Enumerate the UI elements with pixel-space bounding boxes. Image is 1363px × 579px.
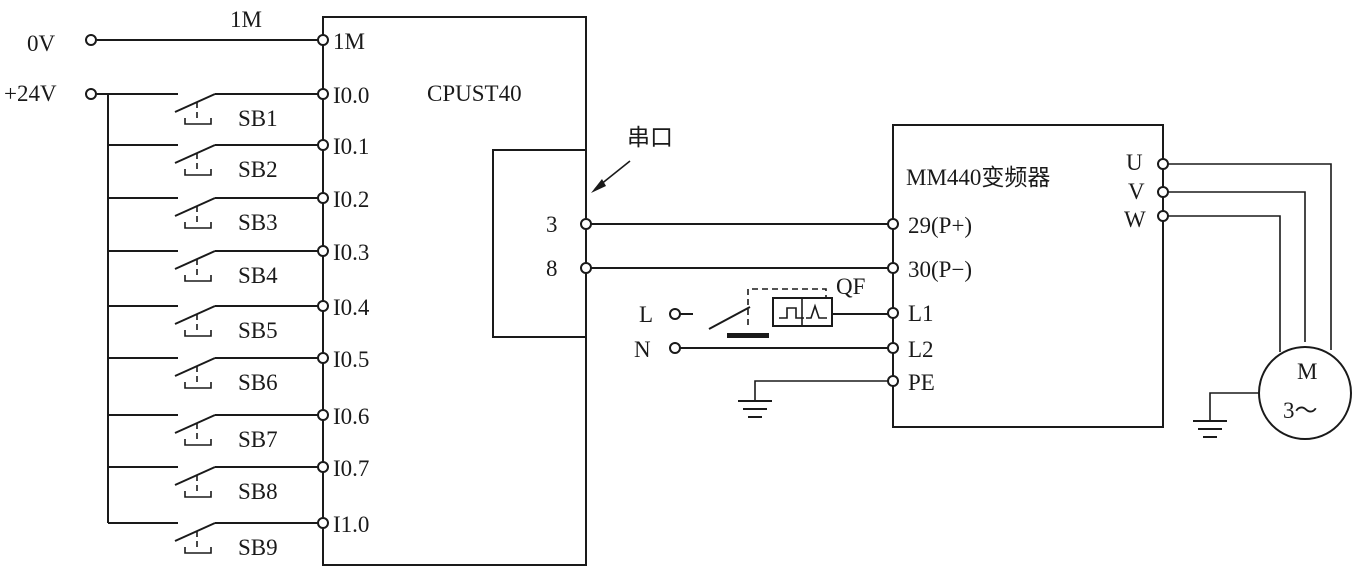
pushbutton-label: SB6: [238, 370, 278, 395]
pushbutton-sb3: [174, 197, 216, 229]
port-pin-3-label: 3: [546, 212, 558, 237]
mains-line-terminal: [669, 308, 681, 320]
motor-wire-w: [1168, 215, 1281, 352]
pushbutton-sb1: [174, 93, 216, 125]
plc-input-terminal: [317, 409, 329, 421]
common-wire-label: 1M: [230, 7, 262, 32]
pushbutton-sb2: [174, 144, 216, 176]
vfd-output-w-terminal: [1157, 210, 1169, 222]
port-pin-3-terminal: [580, 218, 592, 230]
plc-input-label: I0.7: [333, 456, 369, 481]
vfd-label-pe: PE: [908, 370, 935, 395]
vfd-output-v-label: V: [1128, 179, 1145, 204]
motor-ground-wire: [1209, 392, 1259, 420]
plc-box: [322, 16, 587, 566]
arrow-head: [591, 179, 606, 193]
vfd-terminal-l1: [887, 307, 899, 319]
pushbutton-label: SB9: [238, 535, 278, 560]
pushbutton-sb5: [174, 305, 216, 337]
plc-1m-terminal: [317, 34, 329, 46]
plc-input-terminal: [317, 88, 329, 100]
vfd-output-w-label: W: [1124, 207, 1146, 232]
vfd-label-l1: L1: [908, 301, 934, 326]
motor-phase: 3～: [1283, 398, 1318, 423]
motor-wire-v: [1168, 191, 1306, 342]
plc-input-label: I0.1: [333, 134, 369, 159]
serial-port-box: [492, 149, 586, 338]
pushbutton-sb8: [174, 466, 216, 498]
supply-0v-label: 0V: [27, 31, 56, 56]
pushbutton-label: SB4: [238, 263, 278, 288]
motor-ground-icon: [1193, 420, 1227, 438]
motor-letter: M: [1297, 359, 1317, 384]
pushbutton-label: SB2: [238, 157, 278, 182]
plc-input-label: I1.0: [333, 512, 369, 537]
vfd-terminal-pe: [887, 375, 899, 387]
plc-input-terminal: [317, 352, 329, 364]
vfd-terminal-30: [887, 262, 899, 274]
vfd-label-29: 29(P+): [908, 213, 972, 238]
plc-input-terminal: [317, 139, 329, 151]
vfd-terminal-29: [887, 218, 899, 230]
vfd-box: [892, 124, 1164, 428]
plc-input-label: I0.0: [333, 83, 369, 108]
supply-0v-terminal: [85, 34, 97, 46]
plc-input-terminal: [317, 517, 329, 529]
vfd-output-u-terminal: [1157, 158, 1169, 170]
plc-input-label: I0.2: [333, 187, 369, 212]
vfd-output-u-label: U: [1126, 150, 1143, 175]
port-pin-8-label: 8: [546, 256, 558, 281]
plc-input-label: I0.3: [333, 240, 369, 265]
mains-line-label: L: [639, 302, 653, 327]
plc-input-terminal: [317, 192, 329, 204]
input-rows: I0.0SB1I0.1SB2I0.2SB3I0.3SB4I0.4SB5I0.5S…: [108, 83, 370, 560]
plc-input-terminal: [317, 245, 329, 257]
vfd-label-l2: L2: [908, 337, 934, 362]
vfd-title: MM440变频器: [906, 165, 1050, 190]
pushbutton-label: SB1: [238, 106, 278, 131]
pushbutton-sb9: [174, 522, 216, 554]
pushbutton-label: SB5: [238, 318, 278, 343]
breaker-label: QF: [836, 274, 865, 299]
pushbutton-label: SB7: [238, 427, 278, 452]
pushbutton-label: SB8: [238, 479, 278, 504]
plc-input-terminal: [317, 461, 329, 473]
serial-port-label: 串口: [627, 125, 673, 150]
plc-input-label: I0.4: [333, 295, 370, 320]
mains-neutral-label: N: [634, 337, 651, 362]
port-pin-8-terminal: [580, 262, 592, 274]
pushbutton-label: SB3: [238, 210, 278, 235]
motor-wire-u: [1168, 163, 1332, 350]
pushbutton-sb4: [174, 250, 216, 282]
supply-24v-label: +24V: [4, 81, 57, 106]
pe-ground-icon: [738, 400, 772, 418]
plc-model: CPUST40: [427, 81, 522, 106]
breaker-qf: [708, 288, 833, 338]
vfd-output-v-terminal: [1157, 186, 1169, 198]
mains-neutral-terminal: [669, 342, 681, 354]
plc-input-label: I0.5: [333, 347, 369, 372]
supply-24v-terminal: [85, 88, 97, 100]
plc-1m-label: 1M: [333, 29, 365, 54]
vfd-label-30: 30(P−): [908, 257, 972, 282]
plc-input-terminal: [317, 300, 329, 312]
pushbutton-sb6: [174, 357, 216, 389]
pushbutton-sb7: [174, 414, 216, 446]
pe-ground-wire: [754, 380, 888, 400]
vfd-terminal-l2: [887, 342, 899, 354]
plc-input-label: I0.6: [333, 404, 369, 429]
